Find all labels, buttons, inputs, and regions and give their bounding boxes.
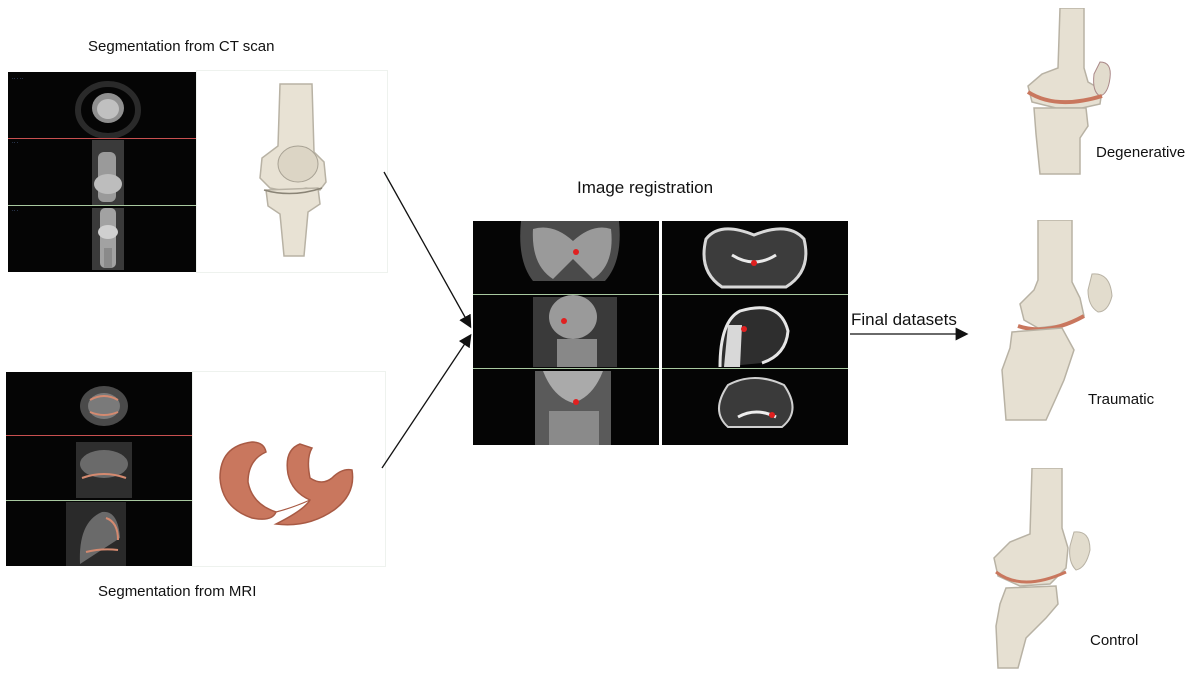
registration-ct-panel (473, 221, 659, 445)
registration-mri-separator-2 (662, 368, 848, 369)
registration-mri-separator-1 (662, 294, 848, 295)
arrow-mri-to-registration (381, 333, 472, 469)
control-knee-model (993, 468, 1091, 669)
registration-ct-separator-1 (473, 294, 659, 295)
ct-view-separator-1 (8, 138, 196, 139)
ct-bone-model (259, 83, 327, 257)
registration-ct-image (520, 221, 620, 445)
mri-meniscus-model (219, 441, 354, 526)
mri-scan-viewer (6, 372, 192, 566)
registration-ct-separator-2 (473, 368, 659, 369)
svg-text:·· ·: ·· · (12, 140, 19, 146)
image-registration-title: Image registration (577, 178, 714, 197)
ct-segmentation-title: Segmentation from CT scan (88, 38, 275, 55)
degenerative-knee-model (1026, 8, 1111, 175)
mri-view-separator-1 (6, 435, 192, 436)
mri-scan-image (66, 386, 132, 566)
degenerative-label: Degenerative (1096, 144, 1186, 161)
mri-viewer-frame (192, 371, 386, 567)
traumatic-knee-model (1001, 220, 1113, 421)
ct-scan-image: ·· · ·· ·· · ·· · (12, 76, 141, 270)
ct-scan-viewer: ·· · ·· ·· · ·· · (8, 72, 196, 272)
ct-viewer-frame (196, 70, 388, 273)
mri-view-separator-2 (6, 500, 192, 501)
control-label: Control (1090, 632, 1139, 649)
final-datasets-label: Final datasets (851, 310, 957, 329)
registration-mri-panel (662, 221, 848, 445)
svg-text:·· ·: ·· · (12, 208, 19, 214)
ct-view-separator-2 (8, 205, 196, 206)
traumatic-label: Traumatic (1088, 391, 1155, 408)
registration-mri-image (702, 227, 808, 428)
mri-segmentation-title: Segmentation from MRI (98, 583, 257, 600)
svg-text:·· · ··: ·· · ·· (12, 76, 24, 82)
arrow-ct-to-registration (383, 171, 472, 329)
